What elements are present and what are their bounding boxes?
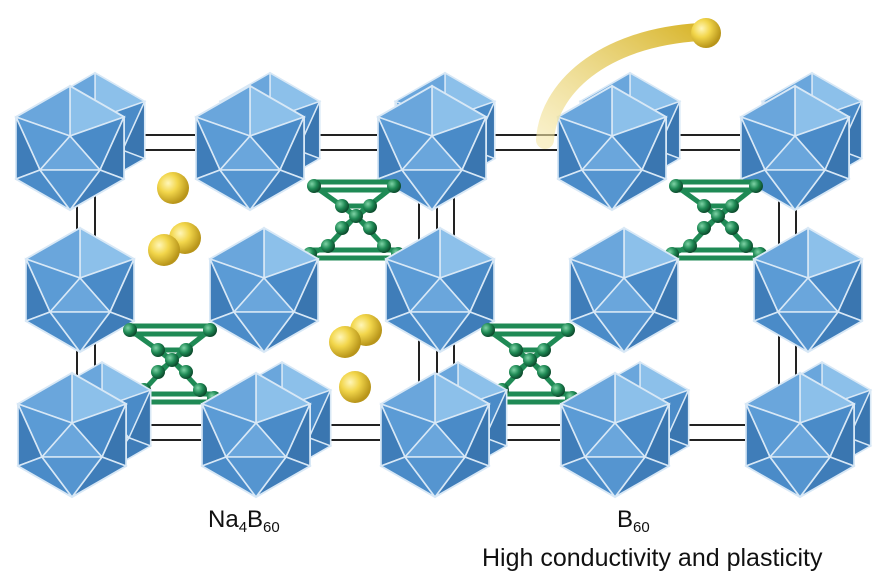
property-caption: High conductivity and plasticity bbox=[482, 544, 823, 572]
sodium-atoms-lower bbox=[329, 314, 382, 403]
sodium-atom bbox=[339, 371, 371, 403]
sodium-atom bbox=[148, 234, 180, 266]
sodium-atoms-upper bbox=[148, 172, 201, 266]
migration-arrow bbox=[536, 18, 721, 149]
na4b60-label: Na4B60 bbox=[208, 506, 280, 536]
boron-network-upper bbox=[303, 179, 767, 261]
sodium-atom bbox=[329, 326, 361, 358]
b60-label: B60 bbox=[617, 506, 650, 536]
sodium-atom bbox=[157, 172, 189, 204]
